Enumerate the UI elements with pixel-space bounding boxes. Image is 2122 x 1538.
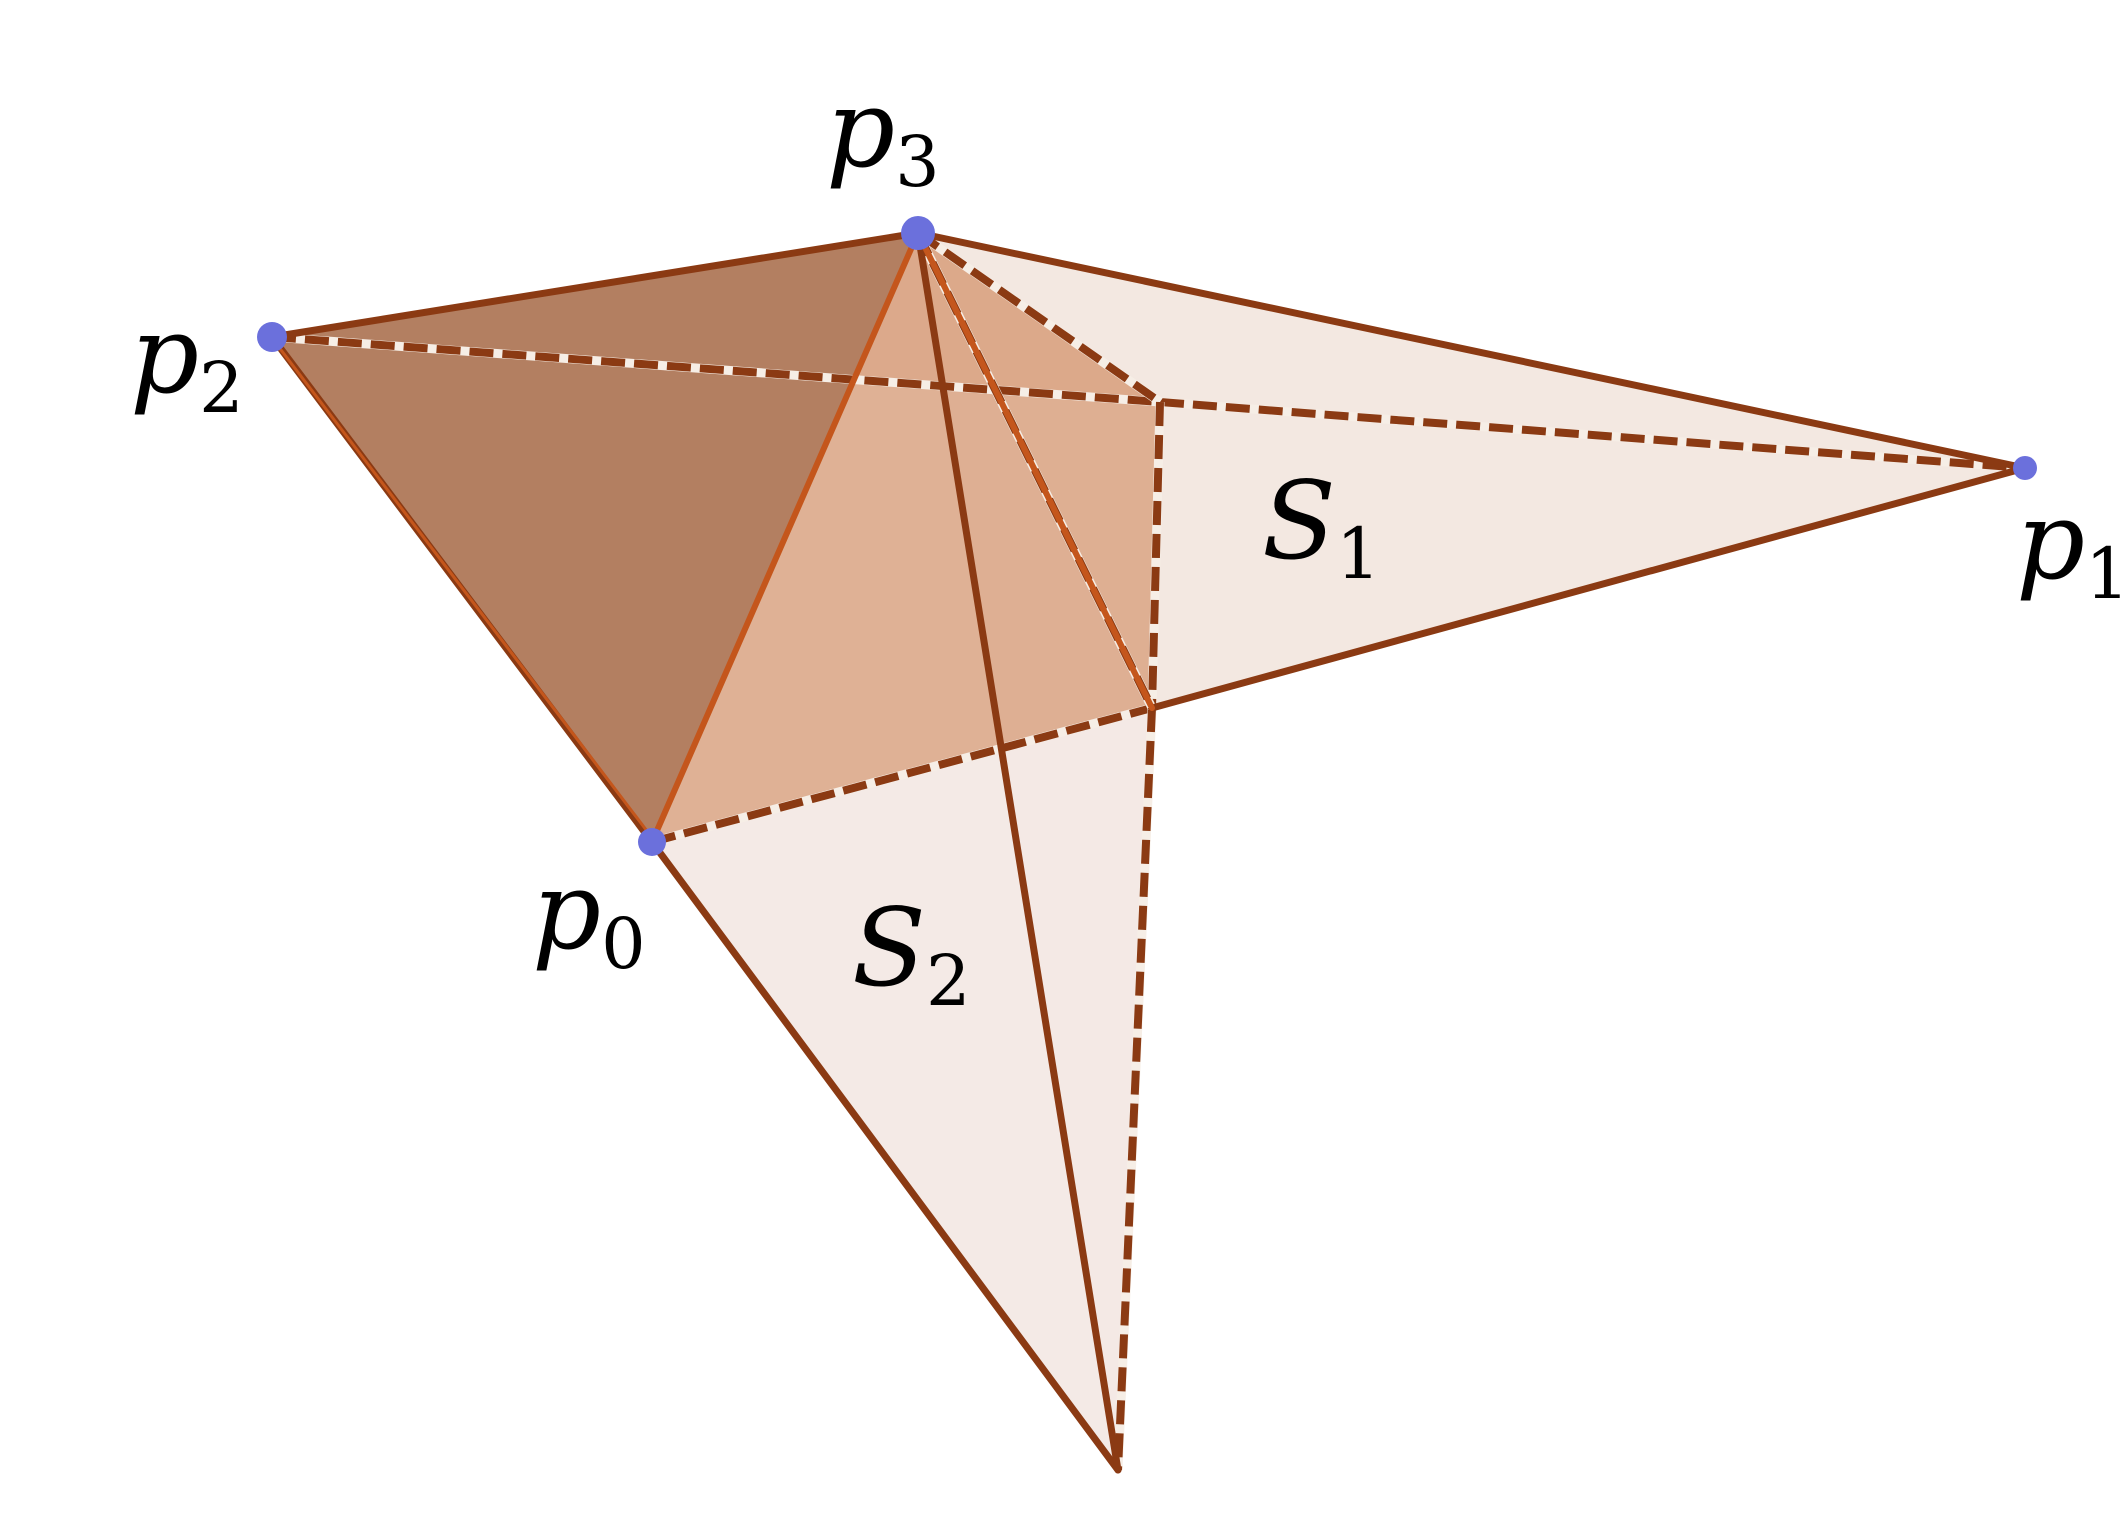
edge-p3-bottom [914,229,1122,1474]
label-p1-sub: 1 [2085,533,2122,615]
edge-p0-mid [650,704,1154,846]
edge-mid-p1 [1148,464,2029,712]
edge-p3-mid [915,230,1155,711]
label-p1-main: p [2016,479,2085,604]
label-p0-main: p [532,849,601,974]
edge-p0-p3 [649,230,921,845]
vertex-p3 [901,216,935,250]
label-s2-sub: 2 [926,940,971,1022]
label-s2-main: S [852,886,926,1011]
edge-p2-p0-inner [276,344,652,837]
vertex-p1 [2013,456,2037,480]
edge-back-mid [1148,401,1164,709]
edge-p2-back [271,333,1161,406]
edge-p3-p1 [914,229,2029,472]
vertex-p2 [257,322,287,352]
label-p3: p3 [826,67,940,203]
label-p2: p2 [130,293,244,429]
label-s2: S2 [852,886,971,1022]
label-p3-main: p [826,67,895,192]
label-s1: S1 [1262,459,1381,595]
edge-p0-bottom [648,838,1122,1474]
edge-mid-bottom [1114,707,1156,1471]
label-s1-sub: 1 [1336,513,1381,595]
label-p2-main: p [130,293,199,418]
face-center-left [272,233,918,842]
vertices [257,216,2037,856]
labels: p0 p1 p2 p3 S1 S2 [130,67,2122,1022]
edge-p2-p3 [268,229,922,341]
label-p3-sub: 3 [895,121,940,203]
label-p2-sub: 2 [199,347,244,429]
face-s1-lower [1152,402,2025,708]
label-p0: p0 [532,849,646,985]
label-s1-main: S [1262,459,1336,584]
visible-edges [268,229,2029,1474]
vertex-p0 [638,828,666,856]
label-p0-sub: 0 [601,903,646,985]
label-p1: p1 [2016,479,2122,615]
edge-p3-back [915,229,1163,406]
edge-back-p1 [1159,398,2026,472]
face-center-bottom [652,233,1160,842]
